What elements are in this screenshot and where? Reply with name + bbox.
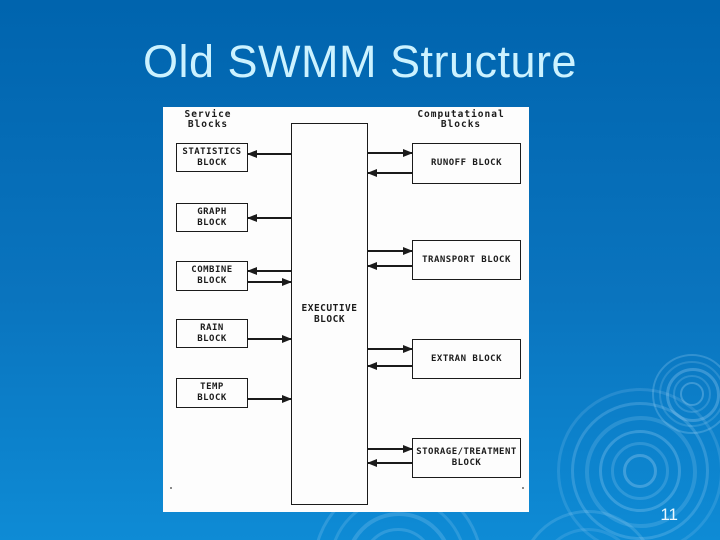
executive-to-statistics-arrow <box>248 153 291 155</box>
statistics-block: STATISTICS BLOCK <box>176 143 248 172</box>
executive-to-extran-arrow <box>368 348 412 350</box>
ripple-ring <box>571 402 709 540</box>
executive-to-storage-arrow <box>368 448 412 450</box>
computational-blocks-header: Computational Blocks <box>417 109 505 130</box>
storage-treatment-block: STORAGE/TREATMENT BLOCK <box>412 438 521 478</box>
ripple-ring <box>537 528 639 540</box>
ripple-ring <box>623 454 657 488</box>
temp-block: TEMP BLOCK <box>176 378 248 408</box>
extran-to-executive-arrow <box>368 365 412 367</box>
runoff-block: RUNOFF BLOCK <box>412 143 521 184</box>
extran-block: EXTRAN BLOCK <box>412 339 521 379</box>
executive-to-transport-arrow <box>368 250 412 252</box>
diagram-panel: Service Blocks Computational Blocks STAT… <box>163 107 529 512</box>
rain-to-executive-arrow <box>248 338 291 340</box>
ripple-ring <box>666 368 720 422</box>
slide-title: Old SWMM Structure <box>142 36 578 87</box>
ripple-ring <box>680 382 704 406</box>
executive-to-combine-arrow <box>248 270 291 272</box>
ripple-ring <box>519 510 657 540</box>
combine-to-executive-arrow <box>248 281 291 283</box>
ripple-ring <box>599 430 681 512</box>
scan-noise-dot <box>170 487 172 489</box>
ripple-ring <box>673 375 711 413</box>
runoff-to-executive-arrow <box>368 172 412 174</box>
ripple-ring <box>659 361 720 427</box>
executive-block: EXECUTIVE BLOCK <box>291 123 368 505</box>
ripple-ring <box>611 442 669 500</box>
rain-block: RAIN BLOCK <box>176 319 248 348</box>
temp-to-executive-arrow <box>248 398 291 400</box>
graph-block: GRAPH BLOCK <box>176 203 248 232</box>
page-number: 11 <box>660 505 678 524</box>
transport-block: TRANSPORT BLOCK <box>412 240 521 280</box>
ripple-ring <box>361 528 435 540</box>
ripple-ring <box>345 512 453 540</box>
combine-block: COMBINE BLOCK <box>176 261 248 291</box>
ripple-ring <box>585 416 697 528</box>
transport-to-executive-arrow <box>368 265 412 267</box>
scan-noise-dot <box>522 487 524 489</box>
executive-to-runoff-arrow <box>368 152 412 154</box>
ripple-ring <box>557 388 720 540</box>
storage-to-executive-arrow <box>368 462 412 464</box>
executive-to-graph-arrow <box>248 217 291 219</box>
ripple-ring <box>652 354 720 434</box>
service-blocks-header: Service Blocks <box>184 109 232 130</box>
